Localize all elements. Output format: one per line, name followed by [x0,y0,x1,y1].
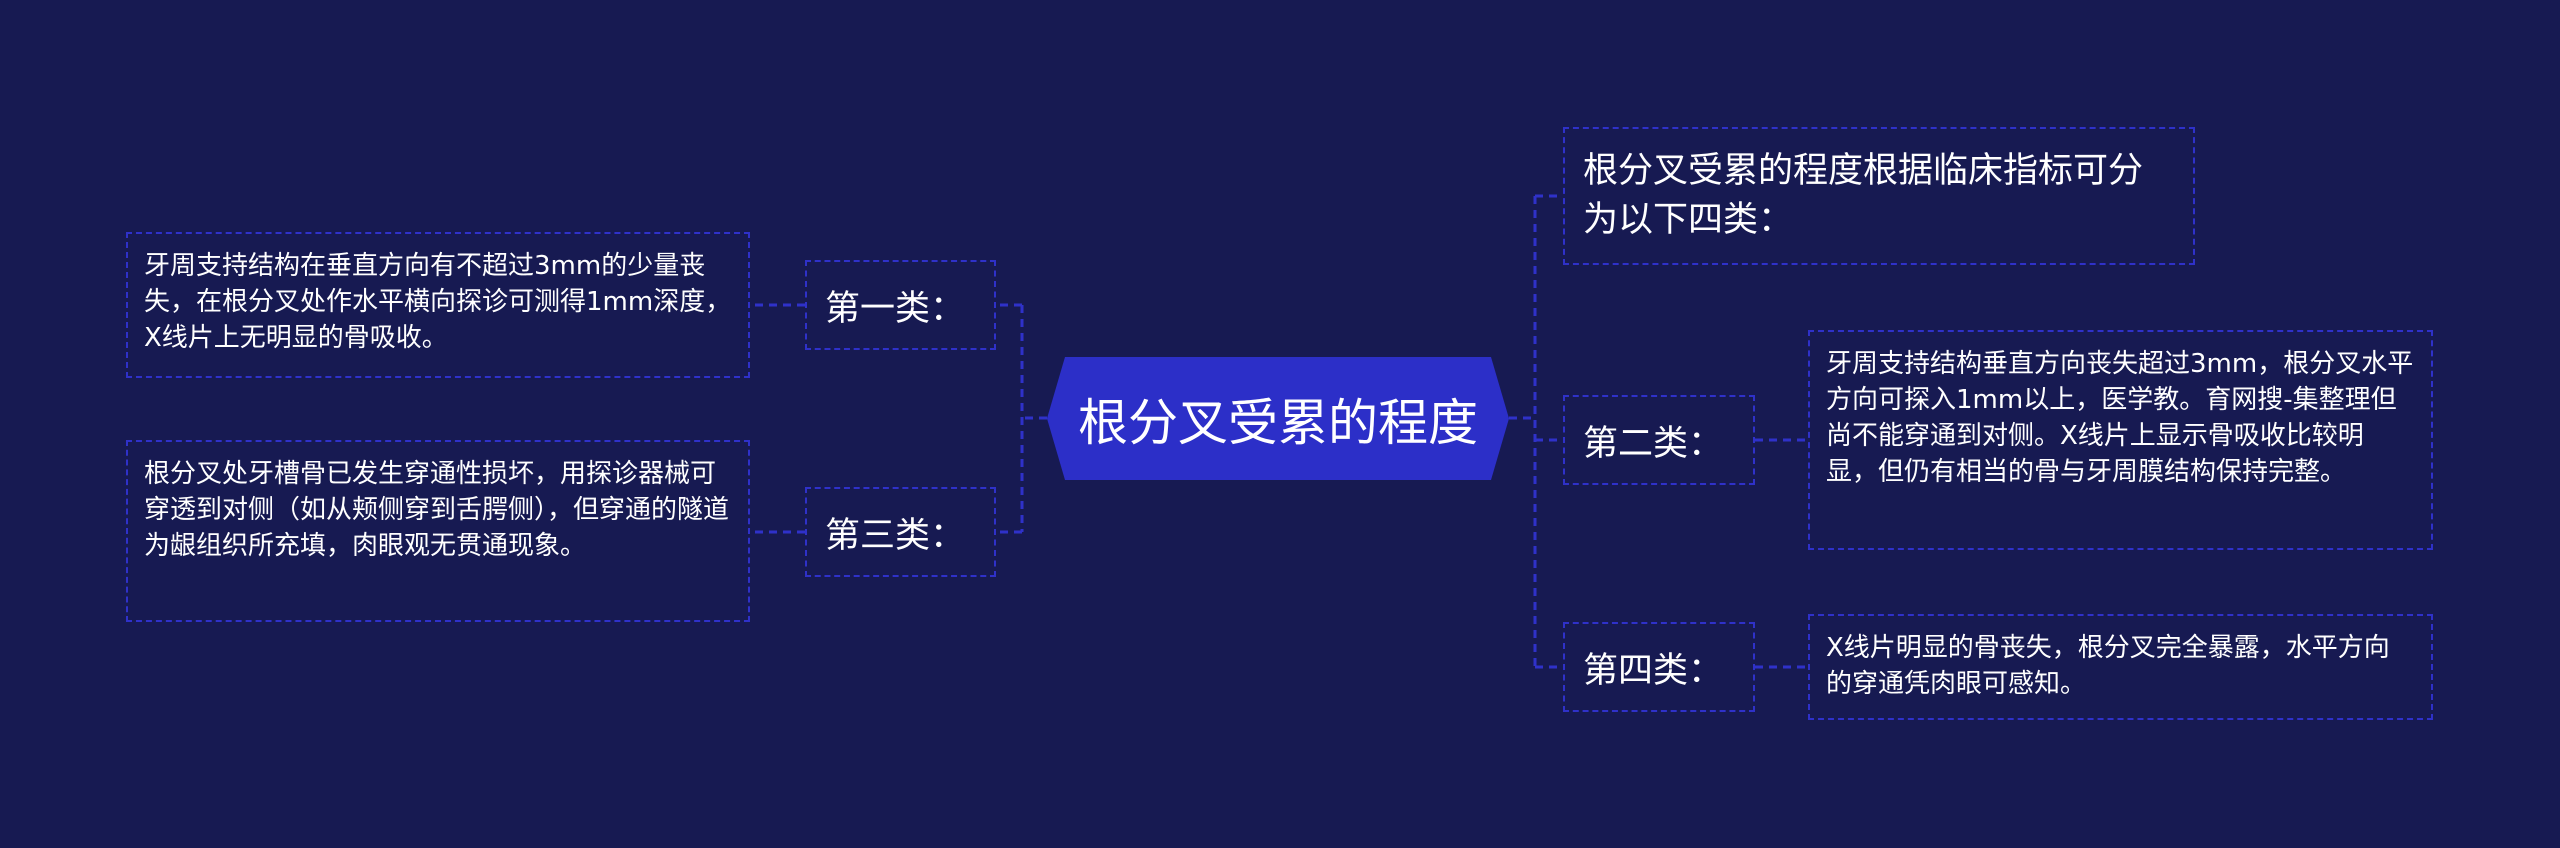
category-detail-text: 牙周支持结构垂直方向丧失超过3mm，根分叉水平方向可探入1mm以上，医学教。育网… [1826,349,2414,487]
root-label: 根分叉受累的程度 [1078,393,1478,452]
category-label: 第一类： [825,288,966,329]
category-label: 第三类： [825,515,966,556]
category-detail-3[interactable]: 根分叉处牙槽骨已发生穿通性损坏，用探诊器械可穿透到对侧（如从颊侧穿到舌腭侧），但… [126,440,750,622]
root-hexagon-shape [1047,357,1509,480]
category-detail-1[interactable]: 牙周支持结构在垂直方向有不超过3mm的少量丧失，在根分叉处作水平横向探诊可测得1… [126,232,750,378]
category-detail-text: X线片明显的骨丧失，根分叉完全暴露，水平方向的穿通凭肉眼可感知。 [1826,633,2390,699]
intro-text: 根分叉受累的程度根据临床指标可分为以下四类： [1583,151,2144,240]
root-node[interactable]: 根分叉受累的程度 [1047,357,1509,480]
category-detail-4[interactable]: X线片明显的骨丧失，根分叉完全暴露，水平方向的穿通凭肉眼可感知。 [1808,614,2433,720]
category-label: 第二类： [1583,423,1724,464]
intro-node[interactable]: 根分叉受累的程度根据临床指标可分为以下四类： [1563,127,2195,265]
category-detail-text: 根分叉处牙槽骨已发生穿通性损坏，用探诊器械可穿透到对侧（如从颊侧穿到舌腭侧），但… [144,459,730,561]
category-node-4[interactable]: 第四类： [1563,622,1755,712]
category-detail-2[interactable]: 牙周支持结构垂直方向丧失超过3mm，根分叉水平方向可探入1mm以上，医学教。育网… [1808,330,2433,550]
category-detail-text: 牙周支持结构在垂直方向有不超过3mm的少量丧失，在根分叉处作水平横向探诊可测得1… [144,251,732,353]
category-label: 第四类： [1583,650,1724,691]
category-node-1[interactable]: 第一类： [805,260,996,350]
category-node-3[interactable]: 第三类： [805,487,996,577]
category-node-2[interactable]: 第二类： [1563,395,1755,485]
